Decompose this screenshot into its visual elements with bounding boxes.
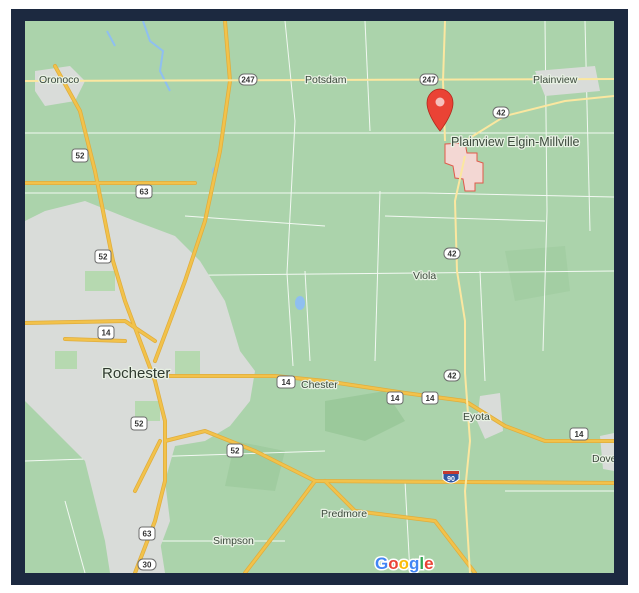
shield-us52a-label: 52 bbox=[76, 152, 85, 161]
label-viola: Viola bbox=[413, 270, 436, 282]
parks bbox=[55, 271, 200, 421]
label-eyota: Eyota bbox=[463, 411, 490, 423]
shield-s30-label: 30 bbox=[143, 561, 152, 570]
shield-us63a-label: 63 bbox=[140, 188, 149, 197]
label-chester: Chester bbox=[301, 379, 338, 391]
map-pin-icon[interactable] bbox=[426, 88, 454, 132]
map-canvas[interactable]: 247 247 42 42 42 52 bbox=[25, 21, 614, 573]
shield-247a-label: 247 bbox=[241, 76, 255, 85]
label-plainview-elgin-millville: Plainview Elgin-Millville bbox=[451, 135, 580, 149]
highways bbox=[25, 21, 614, 573]
google-logo: Google bbox=[374, 553, 436, 574]
google-logo-g: g bbox=[409, 554, 419, 573]
shield-us14b: 14 bbox=[276, 375, 296, 389]
label-potsdam: Potsdam bbox=[305, 74, 347, 86]
shield-i90-label: 90 bbox=[447, 476, 455, 483]
label-dover: Dove bbox=[592, 453, 614, 465]
shield-us52b-label: 52 bbox=[99, 253, 108, 262]
shield-us52a: 52 bbox=[71, 148, 89, 163]
shield-us14c: 14 bbox=[386, 391, 404, 405]
shield-us52d: 52 bbox=[226, 443, 244, 458]
district-outline bbox=[444, 142, 484, 192]
shield-us14a: 14 bbox=[97, 325, 115, 340]
map-svg: 247 247 42 42 42 52 bbox=[25, 21, 614, 573]
google-logo-G: G bbox=[375, 554, 388, 573]
shield-42c-label: 42 bbox=[448, 372, 457, 381]
svg-text:Google: Google bbox=[375, 554, 434, 573]
google-logo-e: e bbox=[424, 554, 433, 573]
shield-42b-label: 42 bbox=[448, 250, 457, 259]
shield-42a-label: 42 bbox=[497, 109, 506, 118]
shield-us14e: 14 bbox=[569, 427, 589, 441]
shield-247b-label: 247 bbox=[422, 76, 436, 85]
shield-us52d-label: 52 bbox=[231, 447, 240, 456]
shield-247b: 247 bbox=[419, 73, 439, 86]
shield-s30: 30 bbox=[137, 558, 157, 571]
shield-us14c-label: 14 bbox=[391, 394, 400, 403]
shield-us14b-label: 14 bbox=[282, 378, 291, 387]
shield-42b: 42 bbox=[443, 247, 461, 260]
label-predmore: Predmore bbox=[321, 508, 367, 520]
shield-i90: 90 bbox=[442, 470, 460, 484]
label-plainview-town: Plainview bbox=[533, 74, 578, 86]
shield-us14a-label: 14 bbox=[102, 329, 111, 338]
shield-us63a: 63 bbox=[135, 184, 153, 199]
google-logo-o2: o bbox=[399, 554, 409, 573]
shield-us52b: 52 bbox=[94, 249, 112, 264]
rivers bbox=[106, 21, 171, 92]
shield-42a: 42 bbox=[492, 106, 510, 119]
shield-us52c: 52 bbox=[130, 416, 148, 431]
google-logo-o1: o bbox=[388, 554, 398, 573]
google-logo-l: l bbox=[419, 554, 424, 573]
label-simpson: Simpson bbox=[213, 535, 254, 547]
map-frame: 247 247 42 42 42 52 bbox=[11, 9, 628, 585]
shield-us52c-label: 52 bbox=[135, 420, 144, 429]
urban-areas bbox=[25, 66, 614, 573]
shield-us63b-label: 63 bbox=[143, 530, 152, 539]
shield-247a: 247 bbox=[238, 73, 258, 86]
shield-42c: 42 bbox=[443, 369, 461, 382]
shield-us14d: 14 bbox=[421, 391, 439, 405]
shield-us14e-label: 14 bbox=[575, 430, 584, 439]
label-oronoco: Oronoco bbox=[39, 74, 79, 86]
label-rochester: Rochester bbox=[102, 365, 170, 382]
shield-us63b: 63 bbox=[138, 526, 156, 541]
shield-us14d-label: 14 bbox=[426, 394, 435, 403]
